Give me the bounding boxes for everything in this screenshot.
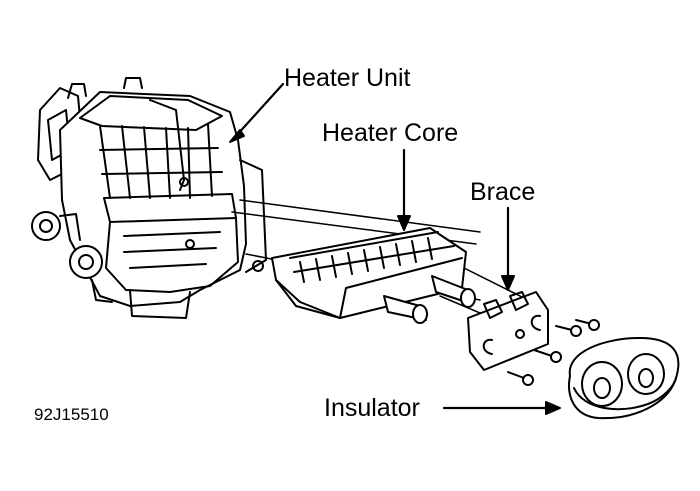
figure-code: 92J15510 <box>34 405 109 424</box>
screws <box>507 319 600 386</box>
heater-unit-illustration <box>31 77 267 319</box>
heater-core-illustration <box>271 227 476 324</box>
label-insulator: Insulator <box>324 394 420 422</box>
label-brace: Brace <box>470 178 536 206</box>
heater-unit-arrowhead <box>229 129 245 143</box>
leader-arrows <box>229 82 561 415</box>
insulator-arrowhead <box>545 401 561 415</box>
heater-core-arrowhead <box>397 215 411 231</box>
label-heater-core: Heater Core <box>322 119 459 147</box>
brace-arrowhead <box>501 275 515 291</box>
heater-unit-arrow <box>234 82 285 138</box>
brace-illustration <box>467 291 549 371</box>
insulator-illustration <box>568 337 680 420</box>
label-heater-unit: Heater Unit <box>284 64 411 92</box>
